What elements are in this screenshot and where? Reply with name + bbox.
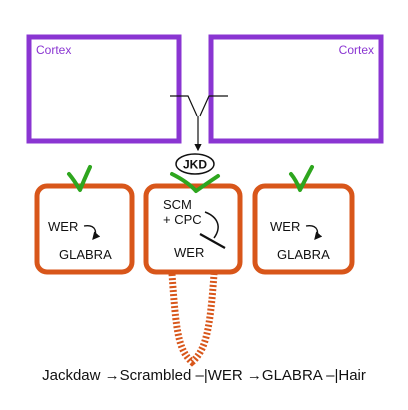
jkd-badge-label: JKD xyxy=(183,158,207,172)
cell-middle-gene-3: WER xyxy=(174,245,204,260)
root-hair xyxy=(168,273,218,367)
sprout-icon-middle xyxy=(170,172,220,193)
jkd-badge xyxy=(175,153,215,175)
cortex-left-label: Cortex xyxy=(36,43,71,57)
caption-jackdaw: Jackdaw xyxy=(42,367,105,384)
cell-middle-gene-2: + CPC xyxy=(163,212,202,227)
cell-right-activation-arrow xyxy=(305,225,323,240)
cortex-cell-left xyxy=(26,34,182,144)
sprout-icon-right xyxy=(289,165,314,192)
cell-right-gene-1: WER xyxy=(270,219,300,234)
cell-left-gene-1: WER xyxy=(48,219,78,234)
epidermal-cell-left xyxy=(34,183,135,275)
signal-path-right xyxy=(199,95,228,117)
caption-glabra-hair: GLABRA –|Hair xyxy=(261,367,366,384)
cell-middle-repression-line xyxy=(204,211,219,239)
caption-scrambled-wer: Scrambled –|WER xyxy=(119,367,247,384)
activation-arrow-icon: → xyxy=(104,367,120,384)
signal-path-left xyxy=(170,95,198,117)
cell-right-gene-2: GLABRA xyxy=(277,247,330,262)
pathway-caption: Jackdaw →Scrambled –|WER →GLABRA –|Hair xyxy=(0,367,408,384)
cell-left-gene-2: GLABRA xyxy=(59,247,112,262)
activation-arrow-icon: → xyxy=(246,367,262,384)
cortex-cell-right xyxy=(208,34,384,144)
sprout-icon-left xyxy=(67,165,92,192)
cell-middle-gene-1: SCM xyxy=(163,197,192,212)
cortex-right-label: Cortex xyxy=(339,43,374,57)
cell-left-activation-arrow xyxy=(83,225,101,240)
cell-middle-repression-bar xyxy=(199,233,226,249)
